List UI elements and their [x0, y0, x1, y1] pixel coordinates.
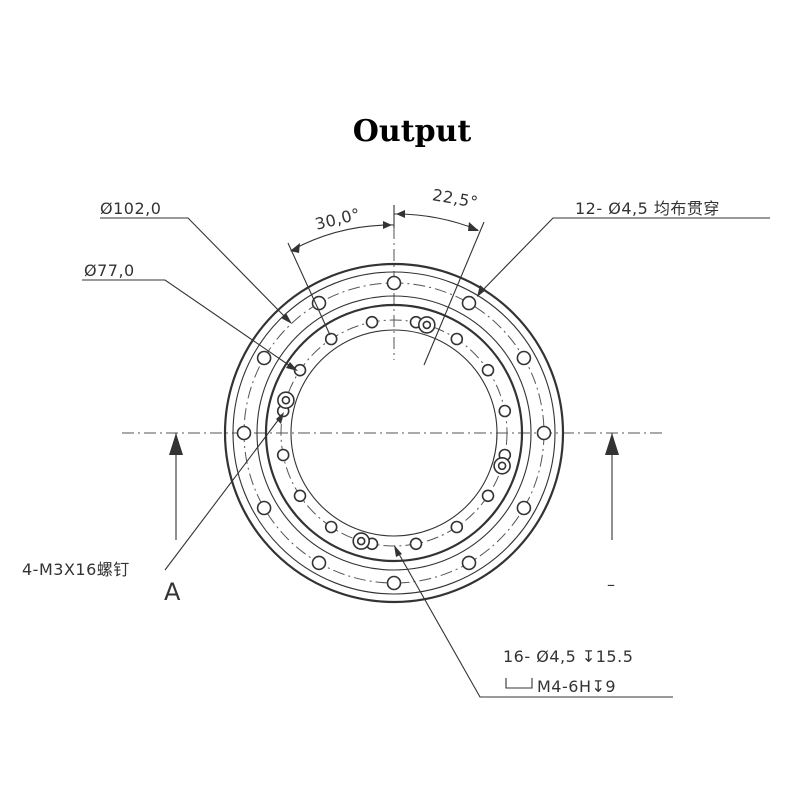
outer-ring-edge	[223, 262, 565, 604]
outer-through-hole	[516, 500, 532, 516]
label-angle-22-5: 22,5°	[431, 185, 480, 212]
label-screws: 4-M3X16螺钉	[22, 560, 130, 579]
outer-through-hole	[311, 555, 327, 571]
leader-arrow-12	[477, 285, 486, 297]
inner-threaded-hole	[276, 448, 290, 462]
outer-through-hole	[536, 425, 552, 441]
section-label-right: –	[607, 575, 616, 594]
mid-ring-edge	[256, 295, 532, 571]
leader-screws	[164, 414, 283, 571]
output-disc-edge	[264, 303, 524, 563]
label-holes-16-depth: 16- Ø4,5 ↧15.5	[503, 647, 633, 666]
inner-threaded-hole	[324, 520, 338, 534]
screw-socket	[356, 536, 366, 546]
inner-threaded-hole	[409, 537, 423, 551]
outer-hole-pattern	[236, 275, 552, 591]
outer-through-hole	[311, 295, 327, 311]
drawing-title: Output	[353, 114, 472, 149]
section-arrow-right-head	[605, 433, 619, 455]
angle-arrow-22-5-left	[396, 210, 405, 218]
label-dia-102: Ø102,0	[100, 199, 161, 218]
label-holes-12: 12- Ø4,5 均布贯穿	[575, 199, 720, 218]
inner-threaded-hole	[324, 332, 338, 346]
angle-arc-22-5	[393, 213, 479, 231]
inner-threaded-hole	[293, 489, 307, 503]
angle-arrow-30-left	[290, 243, 300, 253]
inner-threaded-hole	[450, 520, 464, 534]
outer-through-hole	[461, 555, 477, 571]
outer-through-hole	[516, 350, 532, 366]
angle-arc-30	[291, 224, 395, 251]
leader-dia-102	[100, 217, 291, 323]
bolt-circle-77	[280, 319, 508, 547]
angle-arrow-30-right	[383, 221, 392, 229]
label-angle-30: 30,0°	[313, 204, 362, 234]
leader-holes-16	[394, 546, 673, 698]
outer-through-hole	[386, 275, 402, 291]
leader-arrow-16	[394, 545, 402, 557]
section-label-a: A	[164, 578, 181, 606]
inner-threaded-hole	[365, 315, 379, 329]
inner-threaded-hole	[450, 332, 464, 346]
outer-through-hole	[386, 575, 402, 591]
outer-ring-inner-edge	[232, 271, 556, 595]
screw-socket	[422, 320, 432, 330]
screw-marks	[277, 316, 511, 550]
label-dia-77: Ø77,0	[84, 261, 135, 280]
screw-socket	[497, 461, 507, 471]
angle-ext-30	[287, 242, 331, 336]
inner-bore-edge	[290, 329, 498, 537]
leader-dia-77	[82, 279, 297, 371]
leader-arrow-screws	[276, 412, 284, 424]
angle-arrow-22-5-right	[468, 222, 479, 231]
outer-through-hole	[461, 295, 477, 311]
inner-threaded-hole	[293, 363, 307, 377]
counterbore-symbol	[505, 678, 533, 689]
leader-holes-12	[477, 217, 770, 296]
inner-threaded-hole	[481, 489, 495, 503]
section-arrow-left-head	[169, 433, 183, 455]
angle-ext-22-5	[423, 221, 485, 366]
leader-arrow-102	[281, 313, 292, 324]
outer-through-hole	[256, 350, 272, 366]
label-holes-16-thread: M4-6H↧9	[537, 677, 616, 696]
inner-threaded-hole	[481, 363, 495, 377]
outer-through-hole	[256, 500, 272, 516]
leader-arrow-77	[286, 362, 298, 371]
screw-socket	[281, 395, 291, 405]
outer-through-hole	[236, 425, 252, 441]
inner-threaded-hole	[498, 404, 512, 418]
